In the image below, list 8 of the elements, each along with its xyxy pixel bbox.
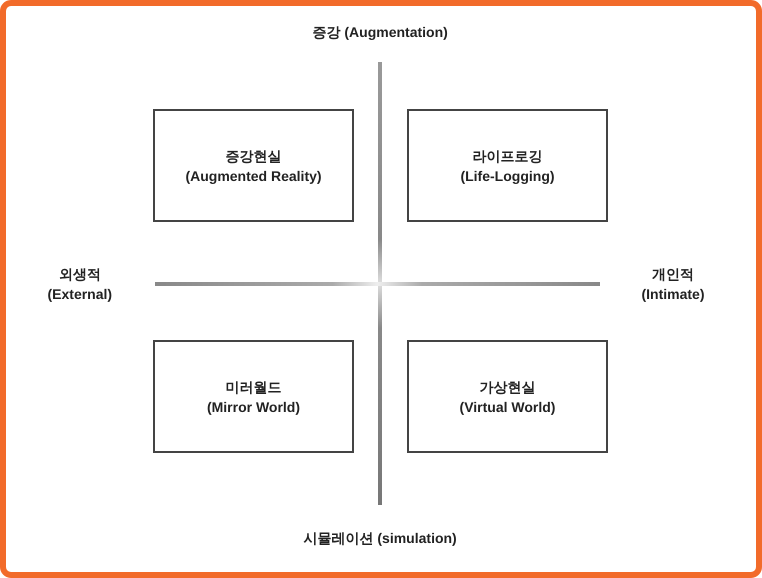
axis-label: 증강 (Augmentation)	[312, 23, 448, 42]
axis-label: 외생적 (External)	[48, 265, 112, 304]
quadrant-box: 라이프로깅 (Life-Logging)	[407, 109, 608, 222]
quadrant-box: 미러월드 (Mirror World)	[153, 340, 354, 453]
quadrant-box: 증강현실 (Augmented Reality)	[153, 109, 354, 222]
quadrant-box: 가상현실 (Virtual World)	[407, 340, 608, 453]
axis-label: 개인적 (Intimate)	[642, 265, 704, 304]
axis-label: 시뮬레이션 (simulation)	[304, 529, 457, 548]
